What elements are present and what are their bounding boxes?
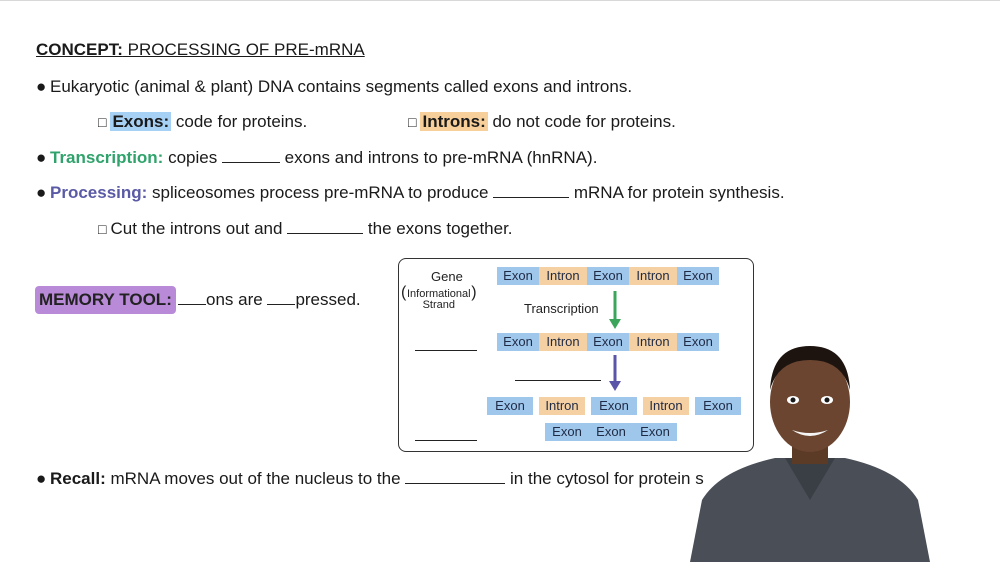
bullet-icon: ● — [36, 183, 47, 202]
line-exons: □Exons: code for proteins. — [98, 112, 308, 131]
exon-segment: Exon — [677, 267, 719, 285]
page-title: CONCEPT: PROCESSING OF PRE-mRNA — [36, 40, 365, 59]
exon-segment: Exon — [497, 267, 539, 285]
line-recall: ●Recall: mRNA moves out of the nucleus t… — [36, 469, 704, 488]
introns-term: Introns: — [420, 112, 488, 131]
exon-segment: Exon — [591, 397, 637, 415]
fill-blank — [515, 380, 601, 381]
memory-tool-text: ons are pressed. — [178, 290, 361, 310]
line-introns: □Introns: do not code for proteins. — [408, 112, 676, 131]
memory-tool-label: MEMORY TOOL: — [35, 286, 176, 314]
checkbox-icon: □ — [98, 221, 107, 237]
exon-segment: Exon — [587, 333, 629, 351]
fill-blank — [415, 350, 477, 351]
transcription-arrow-icon — [609, 291, 621, 329]
exon-segment: Exon — [677, 333, 719, 351]
intron-segment: Intron — [629, 333, 677, 351]
fill-blank — [267, 290, 296, 305]
exon-segment: Exon — [589, 423, 633, 441]
exon-segment: Exon — [545, 423, 589, 441]
exon-segment: Exon — [633, 423, 677, 441]
exon-segment: Exon — [497, 333, 539, 351]
top-divider — [0, 0, 1000, 1]
intron-segment: Intron — [539, 397, 585, 415]
bullet-icon: ● — [36, 77, 47, 96]
intron-segment: Intron — [539, 267, 587, 285]
processing-arrow-icon — [609, 355, 621, 391]
exon-segment: Exon — [587, 267, 629, 285]
line-cut-introns: □Cut the introns out and the exons toget… — [98, 219, 513, 238]
line-processing: ●Processing: spliceosomes process pre-mR… — [36, 183, 785, 202]
spliced-row: Exon Intron Exon Intron Exon — [487, 397, 741, 415]
pre-mrna-row: Exon Intron Exon Intron Exon — [497, 333, 719, 351]
line-eukaryotic: ●Eukaryotic (animal & plant) DNA contain… — [36, 77, 633, 96]
bullet-icon: ● — [36, 469, 47, 488]
mature-mrna-row: Exon Exon Exon — [545, 423, 677, 441]
line-transcription: ●Transcription: copies exons and introns… — [36, 148, 598, 167]
fill-blank — [493, 183, 570, 198]
fill-blank — [405, 469, 506, 484]
fill-blank — [415, 440, 477, 441]
exon-segment: Exon — [487, 397, 533, 415]
intron-segment: Intron — [539, 333, 587, 351]
bullet-icon: ● — [36, 148, 47, 167]
fill-blank — [221, 148, 280, 163]
intron-segment: Intron — [643, 397, 689, 415]
checkbox-icon: □ — [408, 114, 417, 130]
intron-segment: Intron — [629, 267, 677, 285]
fill-blank — [287, 219, 364, 234]
presenter-video — [690, 346, 930, 562]
gene-label: Gene — [431, 269, 463, 284]
exon-segment: Exon — [695, 397, 741, 415]
transcription-label: Transcription — [524, 301, 599, 316]
checkbox-icon: □ — [98, 114, 107, 130]
exons-term: Exons: — [110, 112, 172, 131]
gene-row: Exon Intron Exon Intron Exon — [497, 267, 719, 285]
fill-blank — [178, 290, 206, 305]
